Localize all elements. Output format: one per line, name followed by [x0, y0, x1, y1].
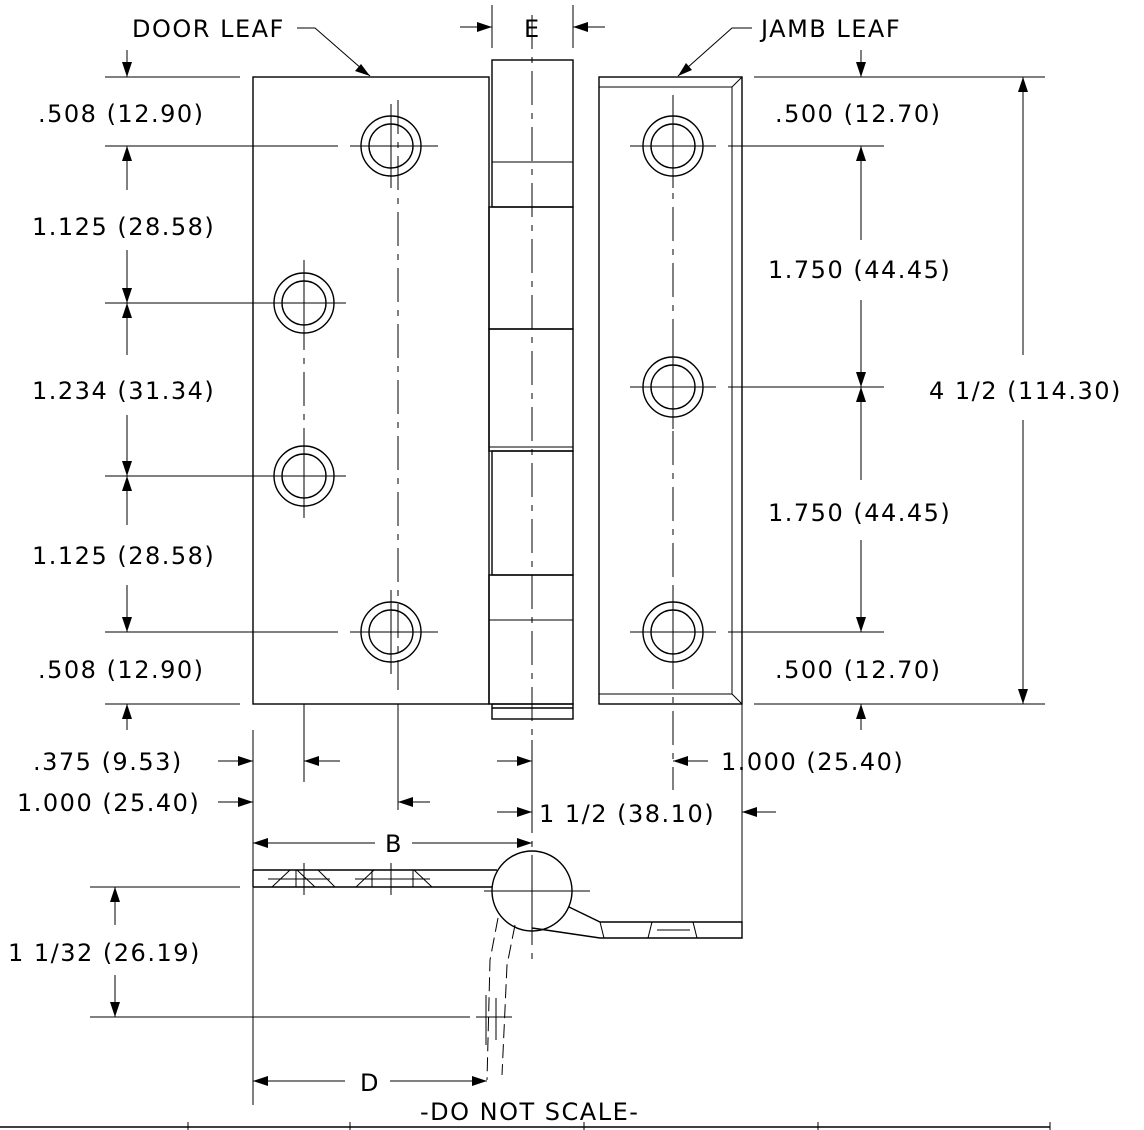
dim-hole-offset-375: .375 (9.53) [33, 748, 183, 776]
note-do-not-scale: -DO NOT SCALE- [420, 1098, 639, 1126]
dim-door-gap2: 1.234 (31.34) [32, 377, 215, 405]
dim-jamb-hole-offset: 1.000 (25.40) [721, 748, 904, 776]
dim-jamb-gap2: 1.750 (44.45) [768, 499, 951, 527]
dim-door-gap3: 1.125 (28.58) [32, 542, 215, 570]
door-hole-4 [350, 590, 438, 674]
dim-jamb-bottom: .500 (12.70) [775, 656, 942, 684]
dim-jamb-top: .500 (12.70) [775, 100, 942, 128]
thickness-dimension-lines [90, 886, 470, 1018]
lower-dimension-lines [218, 704, 776, 1105]
dim-door-bottom: .508 (12.90) [38, 656, 205, 684]
right-dimension-lines [728, 50, 1045, 730]
jamb-hole-3 [630, 590, 716, 674]
dim-hole-offset-1000: 1.000 (25.40) [17, 789, 200, 817]
dim-d-lines [253, 1076, 487, 1086]
title-block-edge [0, 1122, 1051, 1130]
dim-thickness: 1 1/32 (26.19) [8, 939, 201, 967]
dim-jamb-gap1: 1.750 (44.45) [768, 256, 951, 284]
end-view [252, 850, 743, 1081]
jamb-hole-2 [630, 345, 716, 429]
label-door-leaf: DOOR LEAF [132, 15, 285, 43]
jamb-hole-1 [630, 104, 716, 188]
dim-knuckle-to-edge: 1 1/2 (38.10) [539, 800, 715, 828]
dim-e-lines [460, 5, 605, 48]
jamb-leaf [598, 76, 743, 790]
label-d: D [360, 1069, 380, 1097]
dim-door-gap1: 1.125 (28.58) [32, 213, 215, 241]
door-hole-1 [350, 104, 438, 188]
left-dimension-lines [105, 50, 338, 730]
label-e: E [524, 15, 541, 43]
dim-door-top: .508 (12.90) [38, 100, 205, 128]
label-jamb-leaf: JAMB LEAF [759, 15, 901, 43]
label-b: B [385, 830, 403, 858]
dim-overall-height: 4 1/2 (114.30) [929, 377, 1122, 405]
